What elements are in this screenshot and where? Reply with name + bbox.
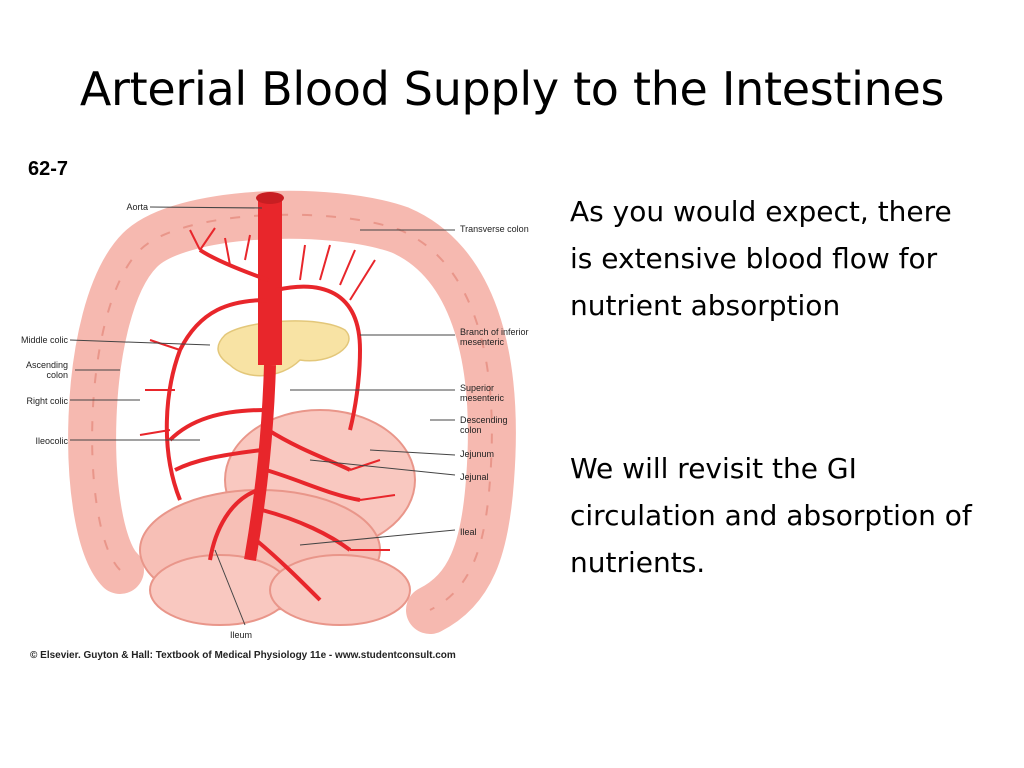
- paragraph-blood-flow: As you would expect, there is extensive …: [570, 195, 952, 322]
- paragraph-gi-circulation: We will revisit the GI circulation and a…: [570, 452, 972, 579]
- slide-title: Arterial Blood Supply to the Intestines: [79, 62, 945, 116]
- diagram-illustration: [68, 190, 516, 634]
- label-aorta: Aorta: [126, 202, 148, 212]
- figure-credit: © Elsevier. Guyton & Hall: Textbook of M…: [30, 650, 456, 661]
- label-ileum: Ileum: [230, 630, 253, 640]
- label-superior-mesenteric: Superior mesenteric: [460, 383, 505, 403]
- intestine-artery-diagram: [0, 150, 540, 670]
- figure-number: 62-7: [28, 158, 69, 180]
- label-branch-inferior-mesenteric: Branch of inferior mesenteric: [460, 327, 529, 347]
- label-ileocolic: Ileocolic: [35, 436, 68, 446]
- label-jejunum: Jejunum: [460, 449, 495, 459]
- label-transverse-colon: Transverse colon: [460, 224, 529, 234]
- label-middle-colic: Middle colic: [20, 335, 68, 345]
- label-descending-colon: Descending colon: [460, 415, 508, 435]
- label-ascending-colon: Ascending colon: [25, 360, 68, 380]
- label-jejunal: Jejunal: [460, 472, 489, 482]
- label-right-colic: Right colic: [26, 396, 68, 406]
- label-ileal: Ileal: [460, 527, 477, 537]
